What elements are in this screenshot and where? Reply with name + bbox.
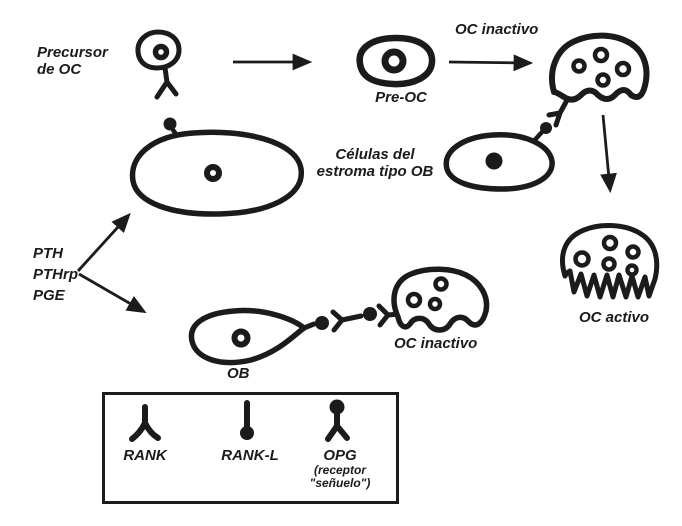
stromal-cell-large xyxy=(129,129,304,217)
legend-opg-note: (receptor "señuelo") xyxy=(290,464,390,489)
opg-decoy-receptor-icon xyxy=(325,399,350,442)
rank-receptor-icon xyxy=(546,99,569,128)
stromal-cell-small xyxy=(443,132,555,192)
stromal-cells-label-line1: Células del xyxy=(335,146,415,163)
oc-active-cell xyxy=(559,223,660,300)
preoc-label: Pre-OC xyxy=(375,89,427,106)
rank-receptor-icon xyxy=(154,65,179,100)
arrow-pth-to-ob xyxy=(78,272,147,314)
legend-opg-note-line1: (receptor xyxy=(313,463,366,477)
stromal-cells-label: Células del estroma tipo OB xyxy=(301,146,449,180)
flow-arrows xyxy=(76,53,617,314)
pre-oc-cell xyxy=(356,34,436,88)
legend-box xyxy=(102,392,399,504)
legend-opg-label: OPG xyxy=(323,447,357,464)
pth-label: PTH xyxy=(33,245,63,262)
ob-cell xyxy=(188,307,307,366)
oc-inactive-bottom-label: OC inactivo xyxy=(394,335,478,352)
arrow-ocinactive-to-ocactive xyxy=(600,114,617,194)
precursor-label-line1: Precursor xyxy=(37,44,108,61)
arrow-pth-to-stromal xyxy=(76,212,131,272)
oc-inactive-bottom-cell xyxy=(391,266,490,333)
rank-l-ligand-icon xyxy=(240,400,254,440)
pge-label: PGE xyxy=(33,287,65,304)
oc-active-label: OC activo xyxy=(578,309,650,326)
precursor-label: Precursor de OC xyxy=(37,44,108,78)
stromal-cells-label-line2: estroma tipo OB xyxy=(316,163,434,180)
rank-l-ligand-icon xyxy=(315,316,329,330)
stromal-nucleus xyxy=(204,164,222,182)
opg-decoy-receptor-icon xyxy=(330,309,364,333)
oc-inactive-top-label: OC inactivo xyxy=(455,21,539,38)
precursor-nucleus xyxy=(152,43,170,61)
legend-rank-label: RANK xyxy=(123,447,167,464)
stimuli-labels: PTH PTHrp PGE xyxy=(33,243,78,306)
precursor-label-line2: de OC xyxy=(37,61,82,78)
oc-inactive-top-cell xyxy=(546,32,650,128)
ob-nucleus xyxy=(231,328,251,348)
preoc-nucleus xyxy=(381,48,407,74)
precursor-oc-cell xyxy=(135,29,182,100)
legend-rankl-label: RANK-L xyxy=(221,447,279,464)
rank-receptor-icon xyxy=(129,404,161,442)
pthrp-label: PTHrp xyxy=(33,266,78,283)
arrow-preoc-to-ocinactive xyxy=(448,54,534,72)
opg-ball xyxy=(363,307,377,321)
legend-opg-note-line2: "señuelo") xyxy=(309,475,371,490)
rankl-opg-rank-chain xyxy=(301,303,402,333)
stromal-nucleus xyxy=(485,152,503,170)
ob-label: OB xyxy=(227,365,250,382)
